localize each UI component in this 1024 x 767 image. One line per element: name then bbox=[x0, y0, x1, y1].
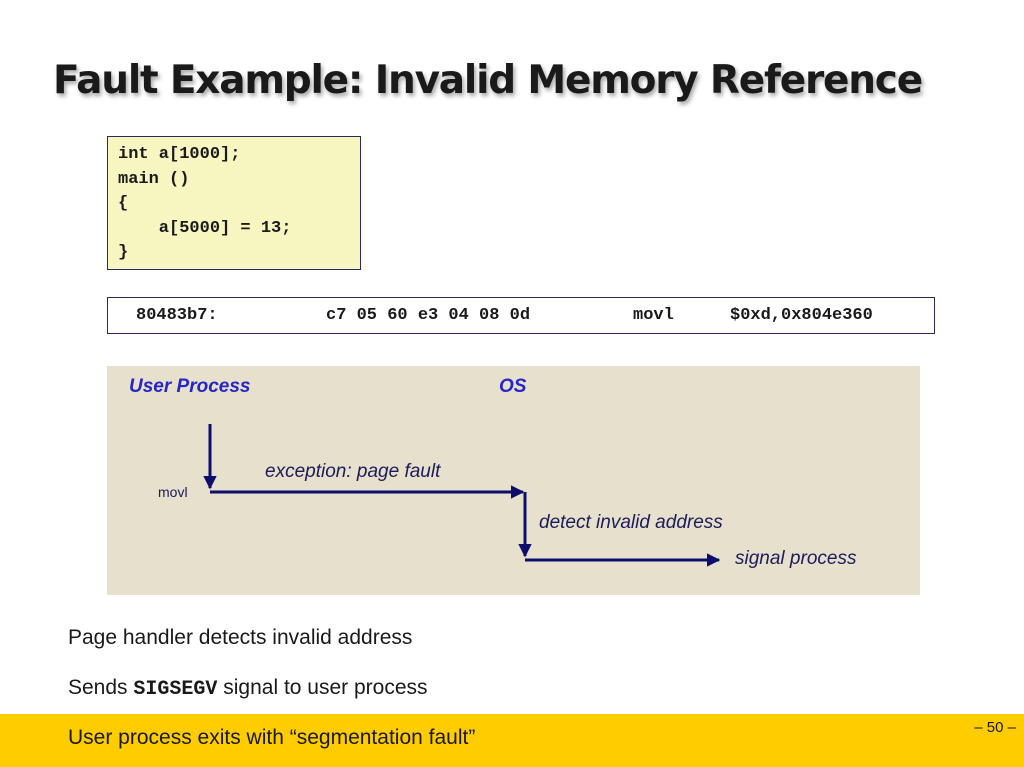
asm-bytes: c7 05 60 e3 04 08 0d bbox=[326, 306, 531, 325]
asm-operands: $0xd,0x804e360 bbox=[730, 306, 873, 325]
os-label: OS bbox=[499, 376, 527, 397]
flow-arrows bbox=[203, 424, 721, 567]
c-code-box: int a[1000]; main () { a[5000] = 13; } bbox=[107, 136, 361, 270]
bullet-sigsegv-prefix: Sends bbox=[68, 676, 134, 699]
code-line: } bbox=[118, 243, 129, 262]
detect-label: detect invalid address bbox=[539, 512, 723, 533]
sigsegv-code: SIGSEGV bbox=[133, 678, 218, 701]
asm-mnemonic: movl bbox=[633, 306, 674, 325]
code-line: main () bbox=[118, 169, 190, 189]
bullet-page-handler: Page handler detects invalid address bbox=[68, 626, 413, 649]
code-line: { bbox=[118, 194, 129, 213]
page-number: – 50 – bbox=[974, 719, 1016, 736]
signal-label: signal process bbox=[735, 548, 857, 569]
bullet-segfault: User process exits with “segmentation fa… bbox=[68, 726, 476, 749]
user-process-label: User Process bbox=[129, 376, 251, 397]
slide-title: Fault Example: Invalid Memory Reference bbox=[53, 58, 923, 103]
assembly-box: 80483b7: c7 05 60 e3 04 08 0d movl $0xd,… bbox=[107, 297, 935, 334]
movl-label: movl bbox=[158, 484, 188, 500]
code-line: a[5000] = 13; bbox=[118, 218, 292, 238]
code-line: int a[1000]; bbox=[118, 145, 241, 164]
bullet-sigsegv-suffix: signal to user process bbox=[217, 676, 428, 699]
exception-label: exception: page fault bbox=[265, 461, 441, 482]
bullet-sigsegv: Sends SIGSEGV signal to user process bbox=[68, 676, 428, 701]
exception-flow-diagram: User Process OS movl exception: page fau… bbox=[107, 366, 920, 595]
asm-address: 80483b7: bbox=[136, 306, 218, 325]
highlight-bar bbox=[0, 714, 1024, 767]
